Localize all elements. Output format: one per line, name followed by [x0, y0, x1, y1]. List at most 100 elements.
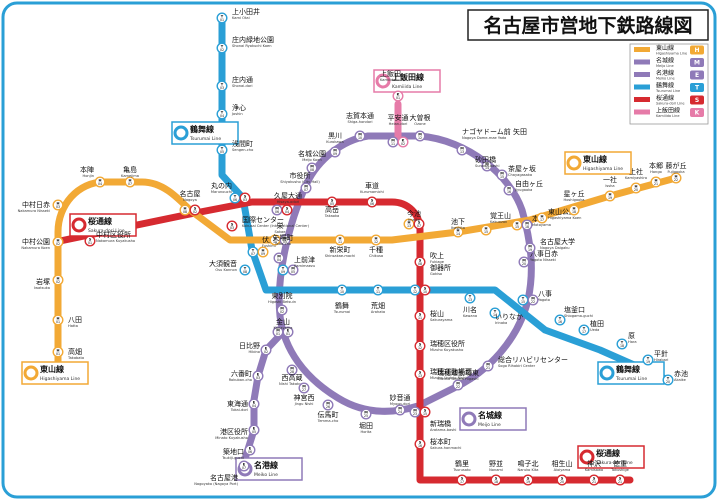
station-name-en: Tsurumai [333, 310, 350, 314]
station-number: 08 [418, 262, 422, 266]
station-number-badge [419, 406, 431, 418]
station-name: 高畑 [68, 347, 82, 356]
station-number: 13 [468, 298, 472, 302]
station-line-code: M [364, 410, 368, 414]
station-number: 18 [525, 225, 529, 229]
station-number: 06 [248, 450, 252, 454]
station-number-badge [419, 284, 431, 296]
station-name: 丸の内 [211, 181, 232, 190]
station-number-badge [630, 182, 642, 194]
station-number: 15 [500, 175, 504, 179]
station-line-code: H [56, 238, 59, 242]
